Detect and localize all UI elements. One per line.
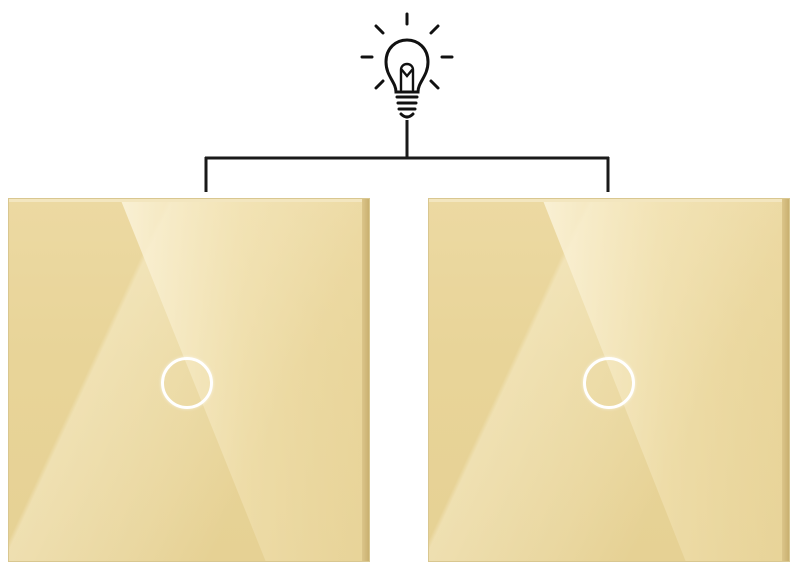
- touch-button[interactable]: [161, 357, 213, 409]
- panel-side-edge: [362, 199, 369, 561]
- panel-top-edge: [429, 199, 789, 202]
- panel-side-edge: [782, 199, 789, 561]
- light-bulb-icon: [360, 12, 454, 119]
- glass-reflection: [120, 199, 369, 561]
- panel-top-edge: [9, 199, 369, 202]
- glass-reflection: [542, 199, 789, 561]
- touch-button[interactable]: [583, 357, 635, 409]
- left-switch-panel: [8, 198, 370, 562]
- right-switch-panel: [428, 198, 790, 562]
